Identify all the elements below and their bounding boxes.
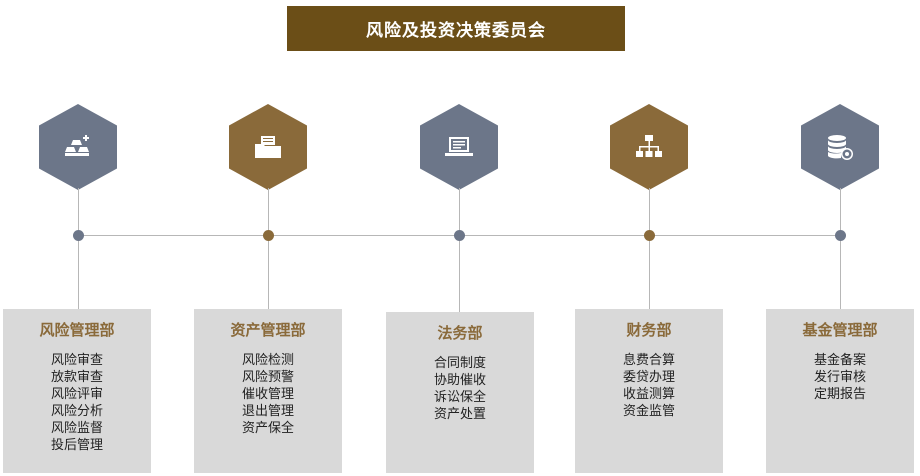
connector-vertical-1	[78, 188, 79, 309]
committee-title: 风险及投资决策委员会	[287, 6, 625, 51]
card-title: 基金管理部	[802, 321, 878, 339]
list-item: 资产保全	[241, 421, 294, 436]
card-asset-management: 资产管理部 风险检测 风险预警 催收管理 退出管理 资产保全	[194, 309, 342, 473]
org-chart-icon	[636, 135, 662, 157]
hex-finance	[610, 104, 688, 190]
list-item: 风险分析	[50, 404, 103, 419]
card-risk-management: 风险管理部 风险审查 放款审查 风险评审 风险分析 风险监督 投后管理	[3, 309, 151, 473]
list-item: 资金监管	[622, 404, 675, 419]
card-title: 资产管理部	[230, 321, 306, 339]
hex-fund-management	[801, 104, 879, 190]
card-finance: 财务部 息费合算 委贷办理 收益测算 资金监管	[575, 309, 723, 473]
list-item: 基金备案	[813, 353, 866, 368]
list-item: 发行审核	[813, 370, 866, 385]
card-title: 财务部	[626, 321, 672, 339]
list-item: 委贷办理	[622, 370, 675, 385]
list-item: 协助催收	[433, 373, 486, 388]
card-title: 法务部	[437, 324, 483, 342]
connector-vertical-2	[268, 188, 269, 309]
hex-risk-management	[39, 104, 117, 190]
node-dot-3	[454, 230, 465, 241]
list-item: 放款审查	[50, 370, 103, 385]
list-item: 风险预警	[241, 370, 294, 385]
list-item: 诉讼保全	[433, 390, 486, 405]
connector-vertical-3	[459, 188, 460, 312]
node-dot-4	[644, 230, 655, 241]
hex-legal	[420, 104, 498, 190]
list-item: 息费合算	[622, 353, 675, 368]
list-item: 定期报告	[813, 387, 866, 402]
node-dot-5	[835, 230, 846, 241]
list-item: 资产处置	[433, 407, 486, 422]
list-item: 催收管理	[241, 387, 294, 402]
node-dot-2	[263, 230, 274, 241]
database-gear-icon	[828, 135, 853, 160]
card-legal: 法务部 合同制度 协助催收 诉讼保全 资产处置	[386, 312, 534, 473]
connector-vertical-5	[840, 188, 841, 309]
connector-vertical-4	[649, 188, 650, 309]
folder-icon	[255, 136, 281, 158]
hex-asset-management	[229, 104, 307, 190]
list-item: 风险审查	[50, 353, 103, 368]
list-item: 合同制度	[433, 356, 486, 371]
card-fund-management: 基金管理部 基金备案 发行审核 定期报告	[766, 309, 914, 473]
list-item: 风险评审	[50, 387, 103, 402]
list-item: 风险监督	[50, 421, 103, 436]
list-item: 退出管理	[241, 404, 294, 419]
list-item: 风险检测	[241, 353, 294, 368]
gold-bars-icon	[65, 135, 89, 156]
card-title: 风险管理部	[39, 321, 115, 339]
list-item: 投后管理	[50, 438, 103, 453]
laptop-icon	[445, 137, 473, 156]
list-item: 收益测算	[622, 387, 675, 402]
node-dot-1	[73, 230, 84, 241]
